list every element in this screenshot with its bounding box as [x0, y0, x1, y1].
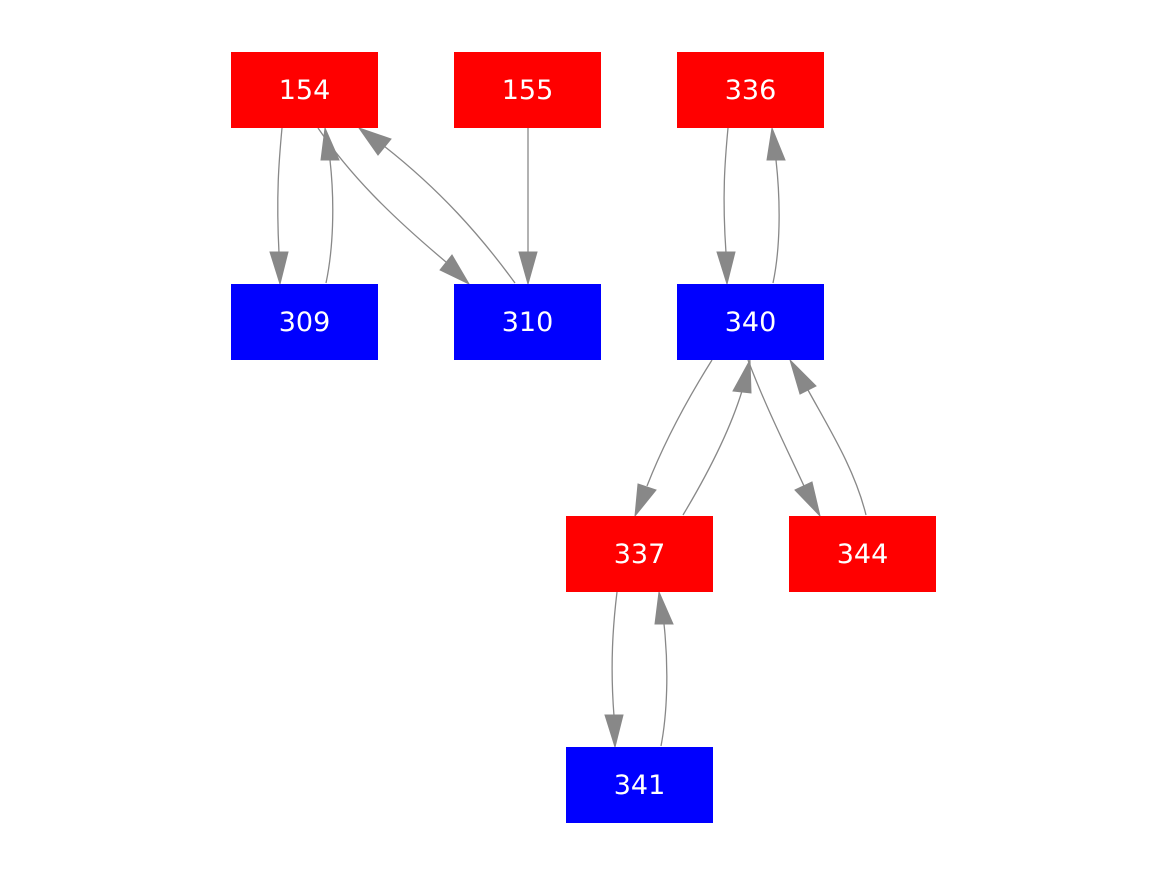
edge-341-to-337	[654, 590, 674, 747]
node-154[interactable]: 154	[231, 52, 378, 128]
edge-340-to-337	[634, 359, 713, 518]
arrowhead	[716, 251, 736, 286]
node-344[interactable]: 344	[789, 516, 936, 592]
edge-309-to-154	[320, 126, 340, 284]
arrowhead	[439, 254, 471, 286]
edge-340-to-336	[766, 126, 786, 284]
arrowhead	[518, 251, 538, 286]
edge-154-to-310	[317, 127, 471, 286]
arrowhead	[794, 481, 821, 518]
edge-336-to-340	[716, 127, 736, 286]
node-341[interactable]: 341	[566, 747, 713, 823]
arrowhead	[604, 714, 624, 749]
edge-310-to-154	[357, 127, 516, 284]
edge-154-to-309	[269, 127, 289, 286]
node-340[interactable]: 340	[677, 284, 824, 360]
edge-155-to-310	[518, 128, 538, 286]
arrowhead	[766, 126, 786, 161]
arrowhead	[654, 590, 674, 625]
arrowhead	[634, 483, 657, 518]
arrowhead	[732, 358, 752, 394]
arrowhead	[357, 127, 392, 156]
node-310[interactable]: 310	[454, 284, 601, 360]
node-337[interactable]: 337	[566, 516, 713, 592]
node-155[interactable]: 155	[454, 52, 601, 128]
edge-344-to-340	[789, 359, 867, 516]
arrowhead	[269, 251, 289, 286]
arrowhead	[789, 359, 817, 395]
edge-337-to-341	[604, 591, 624, 749]
edge-337-to-340	[682, 358, 752, 516]
node-336[interactable]: 336	[677, 52, 824, 128]
node-309[interactable]: 309	[231, 284, 378, 360]
edge-340-to-344	[747, 359, 821, 518]
